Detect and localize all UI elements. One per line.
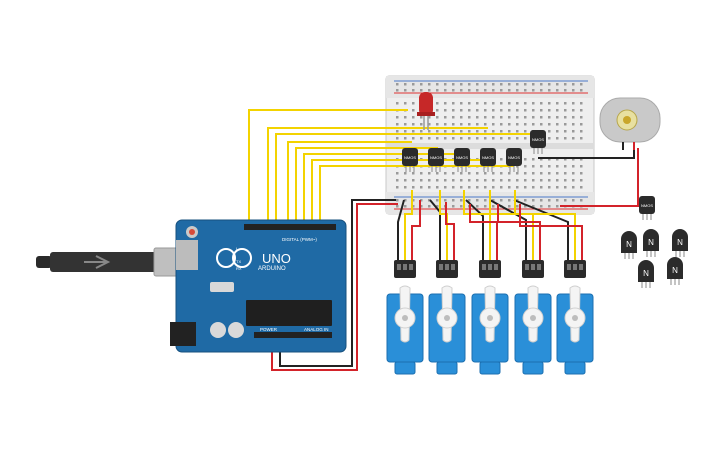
npn-label: N	[672, 266, 678, 275]
npn-transistor: N	[621, 231, 637, 259]
nmos-transistor: NMOS	[428, 148, 444, 172]
nmos-transistor: NMOS	[402, 148, 418, 172]
usb-cable-icon	[36, 247, 187, 277]
nmos-label: NMOS	[508, 155, 520, 160]
npn-transistor: N	[643, 229, 659, 257]
tx-label: TX	[236, 259, 241, 264]
arduino-brand: ARDUINO	[258, 266, 286, 272]
nmos-transistor: NMOS	[454, 148, 470, 172]
nmos-transistor: NMOS	[530, 130, 546, 154]
digital-label: DIGITAL (PWM~)	[282, 237, 317, 242]
npn-transistor: N	[638, 260, 654, 288]
npn-label: N	[643, 269, 649, 278]
dc-motor-icon	[599, 97, 661, 150]
nmos-transistor: NMOS	[480, 148, 496, 172]
npn-transistor: N	[672, 229, 688, 257]
servo-wires	[397, 190, 583, 266]
loose-nmos: NMOS	[639, 196, 655, 220]
l-label: L	[236, 246, 239, 251]
power-wires	[271, 148, 639, 371]
power-label: POWER	[260, 327, 278, 332]
servo-motor	[471, 260, 509, 375]
nmos-label: NMOS	[404, 155, 416, 160]
servo-motor	[428, 260, 466, 375]
nmos-label: NMOS	[532, 137, 544, 142]
led	[417, 92, 435, 130]
nmos-transistor: NMOS	[506, 148, 522, 172]
servo-motor	[386, 260, 424, 375]
loose-components: NMOS N N N N N	[621, 196, 688, 288]
analog-label: ANALOG IN	[304, 327, 329, 332]
servo-motor	[514, 260, 552, 375]
servo-motor	[556, 260, 594, 375]
board-transistors: NMOS NMOS NMOS NMOS NMOS NMOS	[402, 130, 546, 172]
servos	[386, 260, 594, 375]
npn-label: N	[626, 240, 632, 249]
npn-transistor: N	[667, 257, 683, 285]
rx-label: RX	[236, 266, 242, 271]
nmos-label: NMOS	[482, 155, 494, 160]
loose-nmos-label: NMOS	[641, 203, 653, 208]
npn-label: N	[648, 238, 654, 247]
nmos-label: NMOS	[456, 155, 468, 160]
npn-label: N	[677, 238, 683, 247]
arduino-model: UNO	[262, 251, 291, 266]
nmos-label: NMOS	[430, 155, 442, 160]
arduino-uno-board	[170, 219, 347, 353]
